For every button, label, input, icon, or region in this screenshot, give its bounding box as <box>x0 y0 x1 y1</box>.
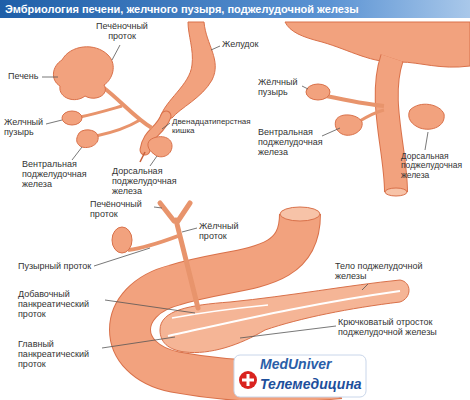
part-label: Дорсальная поджелудочная железа <box>112 167 186 197</box>
part-label: Двенадцатиперстная кишка <box>172 118 258 136</box>
common-bile-duct <box>176 220 198 308</box>
panel-final <box>112 203 409 398</box>
gallbladder <box>62 111 82 125</box>
leader-line <box>362 284 368 290</box>
leader-lines <box>42 45 428 348</box>
leader-line <box>154 207 162 208</box>
leader-line <box>94 248 150 266</box>
stomach <box>285 22 470 67</box>
gallbladder <box>306 84 330 100</box>
duodenum <box>387 58 396 192</box>
cystic-stalk <box>80 106 122 117</box>
part-label: Дорсальная поджелудочная железа <box>401 152 467 180</box>
ventral-stalk <box>96 120 140 136</box>
leader-line <box>322 128 340 136</box>
part-label: Печень <box>8 72 42 82</box>
leader-line <box>211 46 220 50</box>
logo-cross <box>242 374 254 386</box>
leader-line <box>182 228 197 232</box>
leader-line <box>302 86 308 89</box>
leader-line <box>162 123 170 129</box>
leader-line <box>112 45 120 60</box>
part-label: Жёлчный проток <box>199 222 259 242</box>
leader-line <box>150 156 157 166</box>
duodenum-opening <box>280 207 320 221</box>
ventral-pancreas <box>77 130 99 148</box>
duodenum-cut <box>385 188 407 196</box>
part-label: Желудок <box>222 40 266 50</box>
logo-circle <box>239 371 257 389</box>
dorsal-pancreas <box>409 104 444 129</box>
liver <box>53 47 113 100</box>
pancreas <box>160 280 409 353</box>
watermark-patch <box>234 355 366 397</box>
panel-early <box>53 22 215 162</box>
leader-line <box>102 337 175 348</box>
leader-line <box>425 132 428 150</box>
part-label: Пузырный проток <box>18 262 94 272</box>
ventral-stalk <box>358 110 384 122</box>
duodenum-outline <box>387 58 396 192</box>
watermark-text: MedUniver <box>260 357 364 372</box>
part-label: Главный панкреатический проток <box>18 340 104 370</box>
ventral-pancreas <box>335 115 362 135</box>
leader-line <box>240 326 336 338</box>
part-label: Крючковатый отросток поджелудочной желез… <box>338 318 464 338</box>
part-label: Жёлчный пузырь <box>258 78 302 98</box>
gut-stalk <box>140 152 145 162</box>
leader-line <box>72 147 82 160</box>
part-label: Тело поджелудочной железы <box>335 262 447 282</box>
stomach <box>160 22 215 118</box>
title-text: Эмбриология печени, желчного пузыря, под… <box>5 3 359 15</box>
leader-line <box>105 300 195 313</box>
watermark-text: Телемедицина <box>260 377 364 392</box>
part-label: Вентральная поджелудочная железа <box>22 160 94 190</box>
leader-line <box>42 77 58 78</box>
part-label: Печёночный проток <box>90 200 152 220</box>
leader-line <box>46 120 62 124</box>
panel-rotation <box>285 22 470 196</box>
part-label: Добавочный панкреатический проток <box>18 290 104 320</box>
bile-duct <box>326 96 384 106</box>
cystic-duct <box>128 236 178 250</box>
part-label: Печёночный проток <box>92 22 152 42</box>
gallbladder <box>112 227 132 253</box>
part-label: Вентральная поджелудочная железа <box>258 128 328 158</box>
dorsal-pancreas <box>148 137 172 157</box>
part-label: Желчный пузырь <box>4 118 46 138</box>
